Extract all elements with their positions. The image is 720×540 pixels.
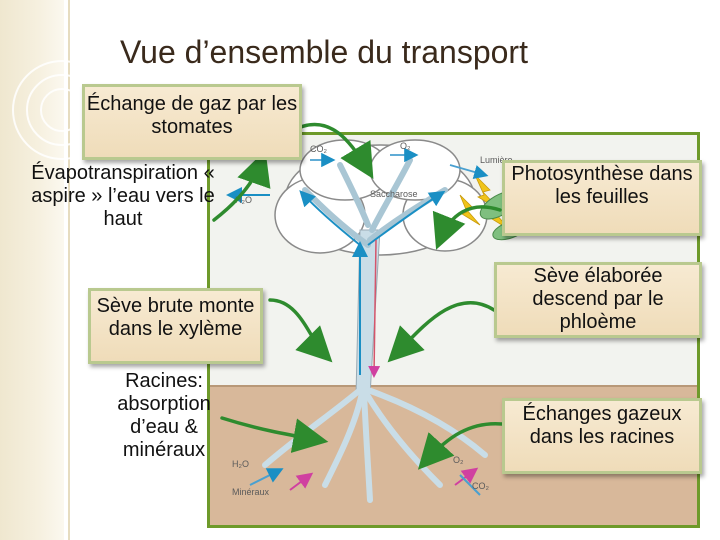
label-photosynthesis: Photosynthèse dans les feuilles (502, 160, 702, 236)
label-h2o: H₂O (235, 195, 252, 205)
label-evapotranspiration: Évapotranspiration « aspire » l’eau vers… (31, 162, 215, 230)
arrow-evapotranspiration (212, 150, 271, 222)
root-exchange-arrows (249, 467, 481, 496)
label-h2o-bottom: H₂O (232, 459, 249, 469)
label-o2: O₂ (400, 141, 411, 151)
label-root-gas: Échanges gazeux dans les racines (502, 398, 702, 474)
label-raw-sap: Sève brute monte dans le xylème (88, 288, 263, 364)
label-roots: Racines: absorption d’eau & minéraux (117, 370, 211, 461)
arrow-gas-exchange (296, 122, 374, 180)
decorative-stripe-line (68, 0, 70, 540)
label-saccharose: Saccharose (370, 189, 418, 199)
label-mineraux: Minéraux (232, 487, 270, 497)
arrow-photosynthesis (432, 205, 502, 250)
page-title: Vue d’ensemble du transport (120, 34, 528, 70)
label-gas-exchange: Échange de gaz par les stomates (82, 84, 302, 160)
arrow-roots (220, 416, 329, 453)
label-co2-bottom: CO₂ (472, 481, 490, 491)
label-o2-bottom: O₂ (453, 455, 464, 465)
phloem-flow (368, 239, 381, 378)
label-lumiere: Lumière (480, 155, 513, 165)
gas-arrows-top (310, 147, 489, 179)
arrow-raw-sap (268, 298, 333, 363)
xylem-flow (226, 187, 446, 375)
arrow-root-gas (417, 422, 512, 470)
label-elaborated-sap: Sève élaborée descend par le phloème (494, 262, 702, 338)
arrow-elaborated-sap (387, 301, 496, 363)
label-co2: CO₂ (310, 144, 328, 154)
